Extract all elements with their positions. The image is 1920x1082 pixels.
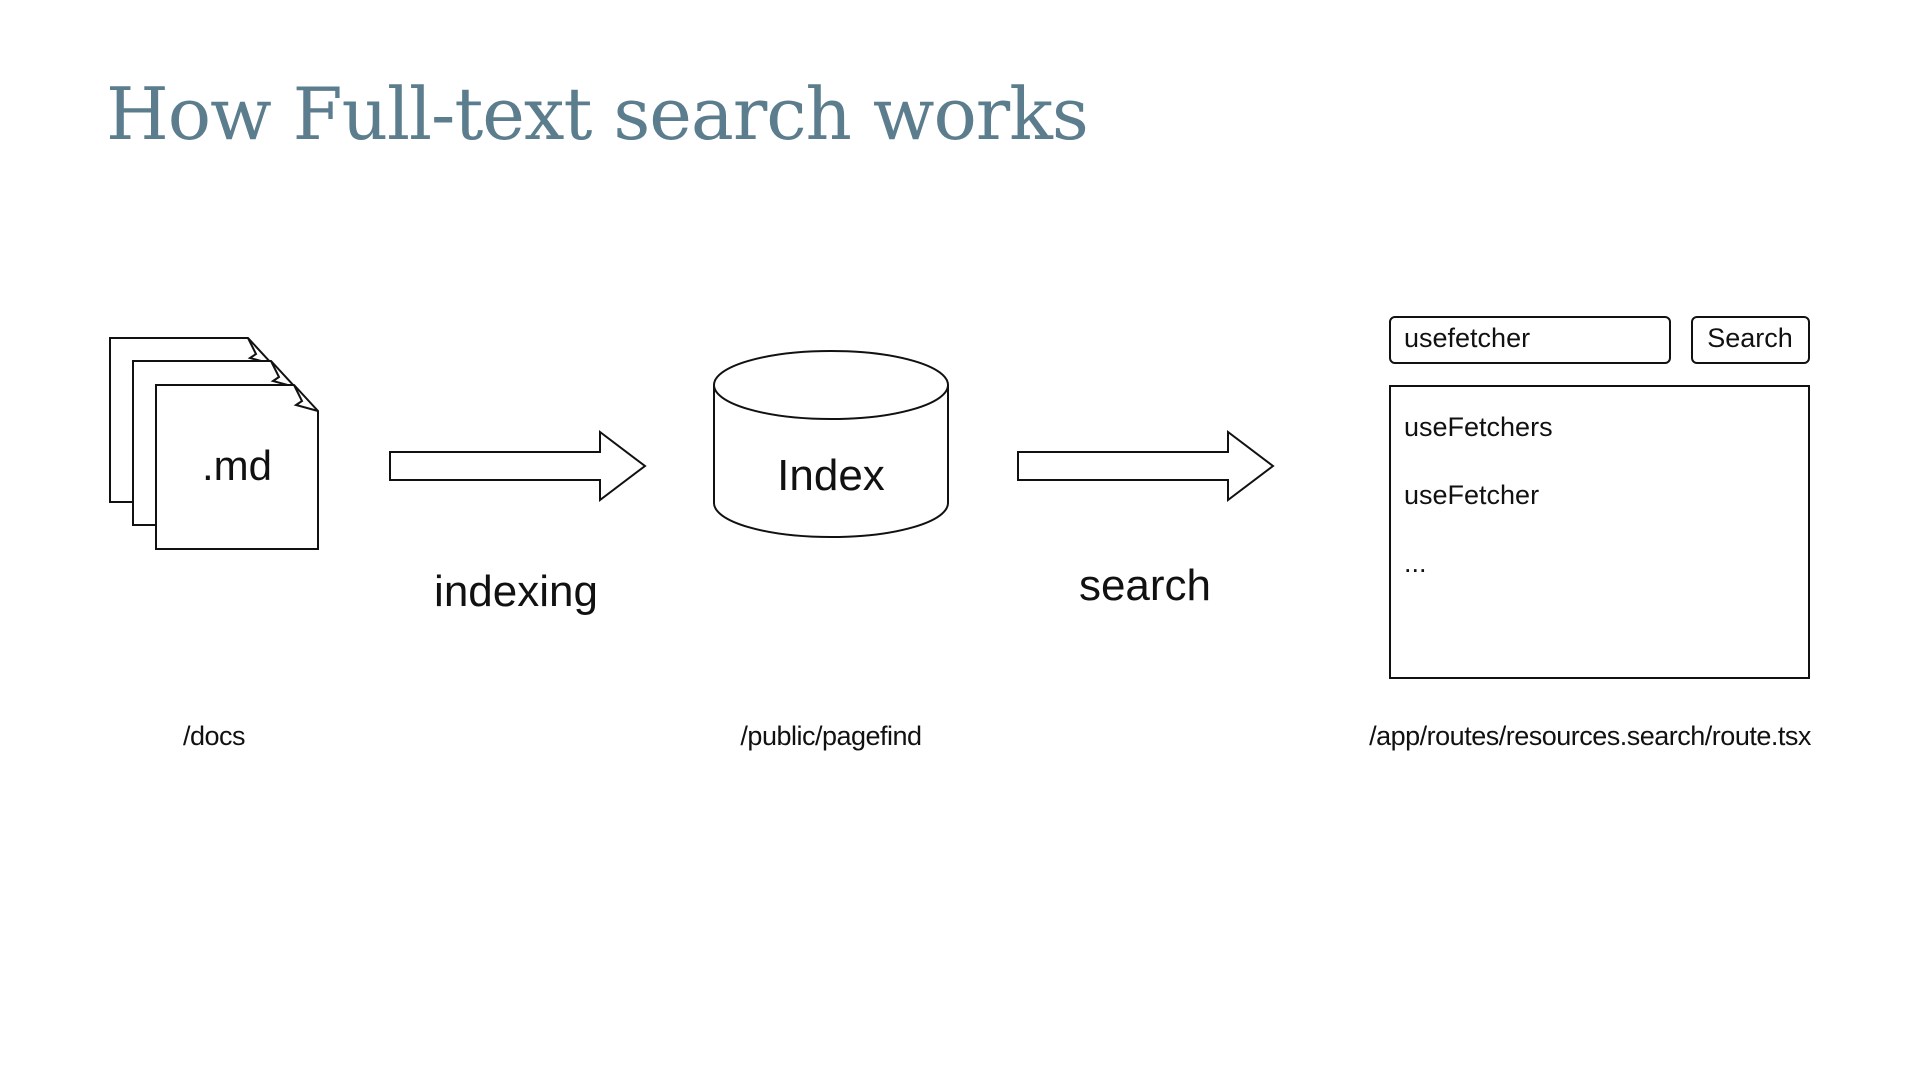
search-button-label: Search	[1707, 323, 1793, 353]
result-item: useFetcher	[1404, 480, 1539, 510]
search-button-box	[1691, 316, 1810, 364]
result-item: useFetchers	[1404, 412, 1553, 442]
search-input-value: usefetcher	[1404, 323, 1530, 353]
route-path-label: /app/routes/resources.search/route.tsx	[1369, 721, 1812, 751]
search-arrow	[1017, 429, 1275, 503]
index-database-icon	[713, 350, 949, 538]
docs-path-label: /docs	[183, 721, 245, 751]
slide-title: How Full-text search works	[106, 72, 1089, 156]
docs-icon-label: .md	[202, 442, 272, 489]
index-path-label: /public/pagefind	[740, 721, 921, 751]
index-label: Index	[777, 451, 885, 500]
markdown-docs-icon	[109, 337, 319, 550]
indexing-label: indexing	[434, 567, 598, 616]
result-item: ...	[1404, 548, 1427, 578]
indexing-arrow	[389, 429, 647, 503]
results-panel	[1389, 385, 1810, 679]
search-label: search	[1079, 561, 1211, 610]
search-input-box	[1389, 316, 1671, 364]
